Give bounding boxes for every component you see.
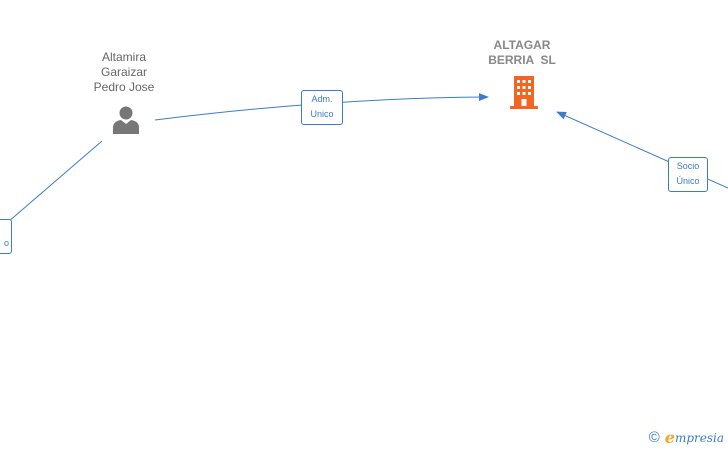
company-name[interactable]: ALTAGAR BERRIA SL (472, 38, 572, 68)
person-name-line-3: Pedro Jose (93, 80, 155, 94)
edge-label-adm-line-2: Unico (310, 109, 334, 119)
person-icon[interactable] (111, 104, 141, 134)
edge-label-adm-line-1: Adm. (311, 94, 333, 104)
brand-name: mpresia (674, 430, 724, 445)
edge-label-socio-line-2: Único (676, 176, 700, 186)
copyright-icon: © (648, 429, 660, 446)
edge-label-left-partial[interactable]: o (0, 219, 12, 254)
edge-label-socio-unico[interactable]: Socio Único (668, 157, 708, 192)
building-icon[interactable] (507, 74, 541, 110)
brand-initial: e (664, 428, 675, 447)
edge-label-left-line-2: o (3, 238, 9, 248)
person-name-line-1: Altamira (101, 50, 146, 64)
footer-brand[interactable]: © e mpresia (649, 428, 724, 447)
edge-label-adm-unico[interactable]: Adm. Unico (301, 90, 343, 125)
person-name[interactable]: Altamira Garaizar Pedro Jose (84, 50, 164, 95)
edge-left-partial-line (7, 140, 103, 223)
company-name-line-1: ALTAGAR (493, 38, 551, 52)
edge-label-socio-line-1: Socio (676, 161, 700, 171)
person-name-line-2: Garaizar (100, 65, 147, 79)
company-name-line-2: BERRIA SL (488, 53, 556, 67)
edge-label-left-line-1 (0, 221, 9, 236)
